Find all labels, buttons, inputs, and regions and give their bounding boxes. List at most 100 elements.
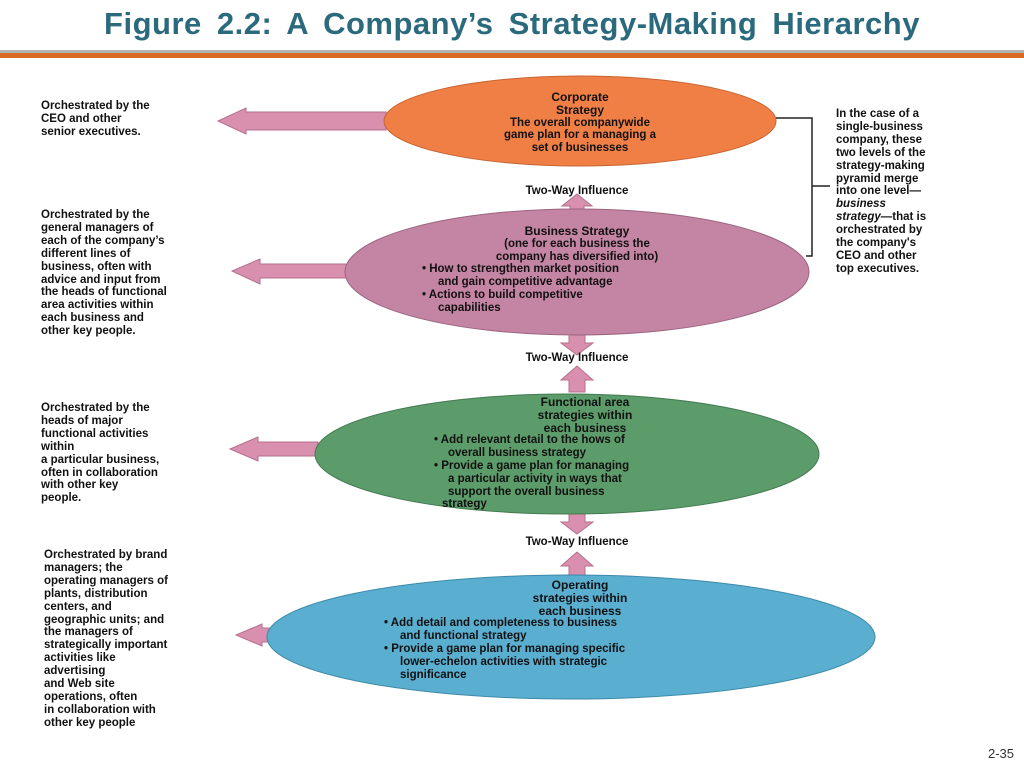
business-note-line: Orchestrated by the	[41, 209, 150, 221]
functional-bullet2-line1: • Provide a game plan for managing	[434, 459, 630, 472]
corporate-desc-line2: game plan for a managing a	[503, 129, 657, 142]
operating-note-line: other key people	[44, 716, 136, 729]
right-note-emphasis: strategy	[836, 211, 881, 224]
two-way-influence-label-3: Two-Way Influence	[525, 536, 629, 548]
operating-title-line3: each business	[538, 603, 622, 618]
two-way-arrow-3-down	[559, 511, 595, 535]
functional-note-line: heads of major	[41, 414, 123, 427]
right-note-line: single-business	[836, 120, 923, 133]
operating-note: Orchestrated by brand managers; the oper…	[44, 549, 244, 730]
functional-note-line: Orchestrated by the	[41, 402, 150, 414]
title-rule-gray	[0, 50, 1024, 53]
functional-bullet1-line2: overall business strategy	[448, 447, 587, 460]
business-note-line: area activities within	[41, 299, 154, 312]
business-note-line: advice and input from	[41, 273, 161, 286]
right-bracket	[776, 117, 813, 257]
functional-note-line: functional activities	[41, 427, 149, 440]
right-note-emphasis: business	[836, 198, 886, 211]
right-note-line: the company's	[836, 237, 917, 250]
corporate-note: Orchestrated by the CEO and other senior…	[41, 100, 221, 139]
functional-ellipse	[314, 393, 820, 515]
functional-title-line2: strategies within	[537, 407, 633, 422]
functional-title-line3: each business	[543, 420, 627, 435]
title-bar	[0, 0, 1024, 52]
corporate-note-line: Orchestrated by the	[41, 100, 150, 112]
right-note-line: In the case of a	[836, 108, 920, 120]
operating-note-line: activities like	[44, 652, 116, 665]
functional-bullet2-line4: strategy	[442, 498, 487, 511]
business-strategy-text: Business Strategy (one for each business…	[412, 225, 742, 315]
business-bullet2-line2: capabilities	[438, 301, 501, 314]
arrow-corporate-left	[216, 107, 387, 135]
corporate-title-line2: Strategy	[555, 102, 605, 117]
business-note: Orchestrated by the general managers of …	[41, 209, 241, 338]
two-way-influence-label-2: Two-Way Influence	[525, 352, 629, 364]
operating-strategy-text: Operating strategies within each busines…	[380, 579, 780, 681]
two-way-influence-label-1: Two-Way Influence	[525, 185, 629, 197]
right-note-line: orchestrated by	[836, 224, 923, 237]
two-way-arrow-3-up	[559, 551, 595, 577]
right-note-line: two levels of the	[836, 146, 926, 159]
arrow-business-left	[230, 258, 351, 285]
functional-title-line1: Functional area	[540, 395, 630, 409]
functional-note-line: people.	[41, 492, 82, 505]
corporate-note-line: senior executives.	[41, 125, 141, 138]
arrow-functional-left	[228, 436, 319, 462]
operating-note-line: Orchestrated by brand	[44, 549, 168, 561]
corporate-strategy-text: Corporate Strategy The overall companywi…	[420, 91, 740, 155]
functional-bullet2-line3: support the overall business	[448, 485, 605, 498]
functional-note-line: often in collaboration	[41, 466, 158, 479]
right-note-line: top executives.	[836, 262, 920, 275]
business-title: Business Strategy	[524, 224, 630, 238]
business-sub-line2: company has diversified into)	[495, 250, 659, 263]
operating-note-line: managers; the	[44, 561, 123, 574]
business-bullet1-line1: • How to strengthen market position	[422, 263, 619, 276]
right-note-line: company, these	[836, 133, 923, 146]
operating-note-line: geographic units; and	[44, 613, 165, 626]
functional-note-line: with other key	[41, 479, 119, 492]
operating-title-line1: Operating	[551, 578, 609, 592]
right-note-line: CEO and other	[836, 249, 917, 262]
functional-note-line: a particular business,	[41, 453, 160, 466]
operating-title-line2: strategies within	[532, 590, 628, 605]
operating-bullet1-line2: and functional strategy	[400, 630, 527, 643]
corporate-note-line: CEO and other	[41, 112, 122, 125]
operating-note-line: plants, distribution	[44, 587, 148, 600]
business-ellipse	[344, 208, 810, 336]
right-note-line: pyramid merge	[836, 172, 919, 185]
right-note-line: strategy-making	[836, 159, 925, 172]
operating-note-line: centers, and	[44, 600, 112, 613]
operating-bullet2-line2: lower-echelon activities with strategic	[400, 655, 608, 668]
arrow-operating-left	[234, 623, 273, 647]
operating-ellipse	[266, 574, 876, 700]
right-note-line: —that is	[880, 211, 927, 224]
business-note-line: different lines of	[41, 247, 131, 260]
functional-bullet1-line1: • Add relevant detail to the hows of	[434, 434, 625, 447]
corporate-desc-line1: The overall companywide	[510, 116, 650, 129]
business-note-line: the heads of functional	[41, 286, 167, 299]
functional-bullet2-line2: a particular activity in ways that	[448, 472, 622, 485]
operating-note-line: strategically important	[44, 639, 168, 652]
functional-strategy-text: Functional area strategies within each b…	[420, 396, 750, 511]
title-rule-orange	[0, 53, 1024, 58]
business-note-line: general managers of	[41, 221, 154, 234]
business-note-line: each of the company’s	[41, 234, 165, 247]
business-bullet2-line1: • Actions to build competitive	[422, 288, 583, 301]
business-note-line: business, often with	[41, 260, 152, 273]
two-way-arrow-2-up	[559, 365, 595, 393]
operating-bullet2-line1: • Provide a game plan for managing speci…	[384, 642, 626, 655]
page-number: 2-35	[987, 746, 1014, 761]
corporate-title-line1: Corporate	[551, 90, 609, 104]
right-note-line: into one level—	[836, 185, 921, 198]
business-sub-line1: (one for each business the	[504, 237, 650, 250]
operating-note-line: and Web site	[44, 678, 115, 691]
corporate-desc-line3: set of businesses	[531, 142, 629, 155]
operating-note-line: advertising	[44, 665, 106, 678]
operating-bullet2-line3: significance	[400, 668, 467, 681]
business-bullet1-line2: and gain competitive advantage	[438, 276, 613, 289]
functional-note-line: within	[41, 440, 75, 453]
business-note-line: each business and	[41, 312, 144, 325]
business-note-line: other key people.	[41, 325, 136, 338]
page-title: Figure 2.2: A Company’s Strategy-Making …	[104, 6, 920, 41]
